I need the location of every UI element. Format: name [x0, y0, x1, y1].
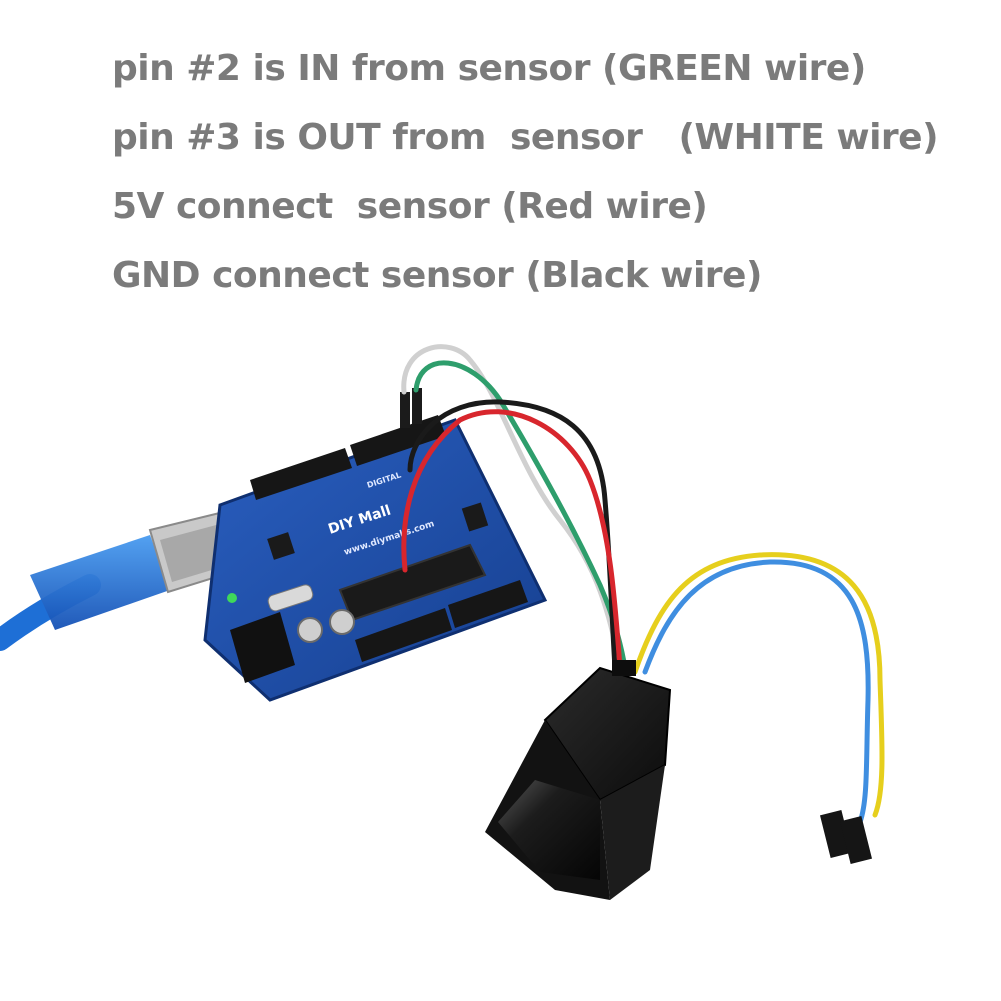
caption-line-green-wire: pin #2 is IN from sensor (GREEN wire)	[112, 48, 866, 89]
product-photo: DIY Mall www.diymalls.com DIGITAL	[0, 344, 885, 900]
caption-line-red-wire: 5V connect sensor (Red wire)	[112, 186, 708, 227]
arduino-board: DIY Mall www.diymalls.com DIGITAL	[203, 415, 548, 702]
signal-wires	[632, 552, 885, 865]
caption-block: pin #2 is IN from sensor (GREEN wire) pi…	[112, 40, 992, 316]
caption-line-white-wire: pin #3 is OUT from sensor (WHITE wire)	[112, 117, 939, 158]
dupont-pins	[400, 388, 422, 428]
caption-line-black-wire: GND connect sensor (Black wire)	[112, 255, 762, 296]
sensor-wires	[401, 344, 628, 671]
fingerprint-sensor	[485, 660, 672, 900]
sensor-glass	[498, 780, 600, 880]
